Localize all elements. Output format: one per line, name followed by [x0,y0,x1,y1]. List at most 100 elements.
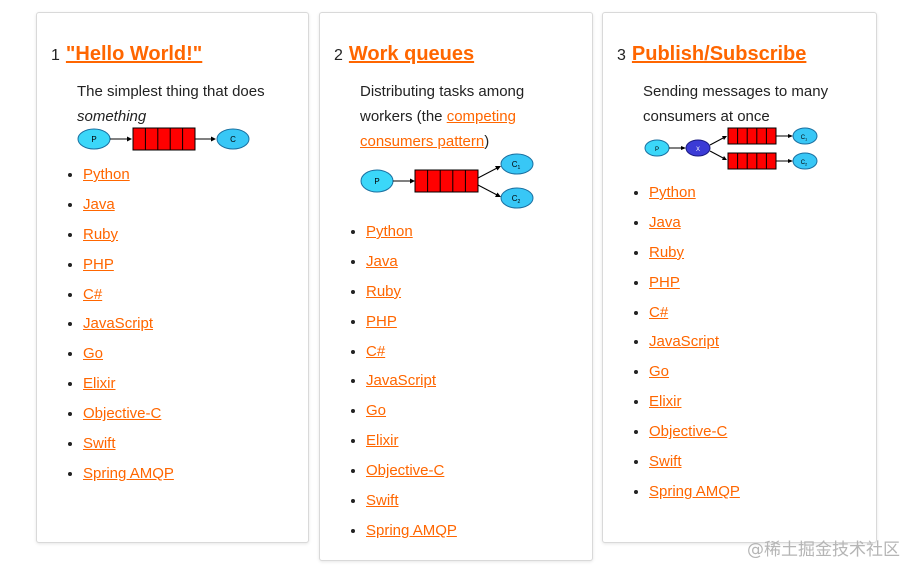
description-text: The simplest thing that does [77,83,265,100]
description-text: Sending messages to many consumers at on… [643,83,829,125]
card-number: 3 [617,47,626,64]
language-link[interactable]: Python [366,223,413,240]
producer-label: P [655,147,659,153]
queue-2-node [727,152,777,170]
list-item: Go [649,362,740,392]
language-link[interactable]: PHP [649,273,680,291]
list-item: JavaScript [83,314,174,344]
language-link[interactable]: Spring AMQP [83,464,174,482]
language-link[interactable]: Swift [83,435,116,453]
description-emphasis: something [77,108,147,125]
list-item: Java [366,252,457,282]
language-link[interactable]: Swift [366,492,399,510]
language-link[interactable]: JavaScript [83,315,154,333]
list-item: Objective-C [366,461,457,491]
language-link[interactable]: Objective-C [649,423,728,441]
list-item: PHP [83,255,174,285]
list-item: Ruby [83,225,174,255]
language-link[interactable]: C# [649,303,669,321]
hello-world-diagram: P C [77,127,250,151]
queue-node [132,127,196,151]
consumer-node [216,128,250,150]
consumer-label: C [230,135,236,144]
list-item: C# [366,342,457,372]
language-link[interactable]: Python [83,166,130,183]
tutorial-card-work-queues: 2 Work queues Distributing tasks among wo… [319,12,593,561]
language-link[interactable]: PHP [366,312,397,330]
language-list: Python Java Ruby PHP C# JavaScript Go El… [61,165,174,494]
language-link[interactable]: C# [366,342,386,360]
language-link[interactable]: Go [366,402,387,420]
language-link[interactable]: Ruby [366,282,402,300]
language-link[interactable]: Ruby [83,225,119,243]
producer-label: P [374,177,379,186]
publish-subscribe-diagram: P X C1 C2 [644,127,818,170]
list-item: Go [366,401,457,431]
title-link-publish-subscribe[interactable]: Publish/Subscribe [631,43,807,65]
list-item: Python [649,183,740,213]
language-link[interactable]: Elixir [366,432,399,450]
list-item: Swift [649,452,740,482]
queue-1-node [727,127,777,145]
consumer-2-node [500,187,534,209]
language-link[interactable]: Elixir [649,393,682,411]
tutorial-card-hello-world: 1 "Hello World!" The simplest thing that … [36,12,309,543]
language-link[interactable]: Java [649,213,681,231]
list-item: Python [83,165,174,195]
card-description: Distributing tasks among workers (the co… [360,79,560,154]
list-item: Ruby [366,282,457,312]
list-item: C# [649,303,740,333]
consumer-1-node [792,127,818,145]
list-item: Spring AMQP [649,482,740,512]
list-item: Spring AMQP [366,521,457,551]
card-title: 1 "Hello World!" [51,43,202,66]
list-item: Ruby [649,243,740,273]
card-description: Sending messages to many consumers at on… [643,79,843,129]
title-link-work-queues[interactable]: Work queues [348,43,475,65]
card-number: 2 [334,47,343,64]
producer-label: P [91,135,96,144]
list-item: Elixir [83,374,174,404]
queue-node [414,169,479,193]
language-link[interactable]: Ruby [649,243,685,261]
description-suffix: ) [484,133,490,150]
card-title: 3 Publish/Subscribe [617,43,806,66]
language-link[interactable]: Spring AMQP [649,482,740,500]
language-link[interactable]: Swift [649,453,682,471]
language-list: Python Java Ruby PHP C# JavaScript Go El… [344,222,457,551]
language-link[interactable]: JavaScript [366,372,437,390]
language-link[interactable]: PHP [83,255,114,273]
list-item: Swift [366,491,457,521]
language-link[interactable]: Objective-C [83,405,162,423]
list-item: JavaScript [649,332,740,362]
consumer-1-label: C1 [512,160,521,171]
language-link[interactable]: Spring AMQP [366,521,457,539]
list-item: Go [83,344,174,374]
language-link[interactable]: JavaScript [649,333,720,351]
list-item: JavaScript [366,371,457,401]
description-text: Distributing tasks among workers (the [360,83,525,125]
title-link-hello-world[interactable]: "Hello World!" [65,43,203,65]
language-link[interactable]: Go [83,345,104,363]
language-link[interactable]: Java [83,195,115,213]
language-link[interactable]: Elixir [83,375,116,393]
list-item: C# [83,285,174,315]
language-link[interactable]: Python [649,184,696,201]
list-item: Swift [83,434,174,464]
watermark: @稀土掘金技术社区 [747,540,900,560]
exchange-label: X [696,147,700,153]
consumer-1-label: C1 [801,135,808,142]
list-item: Python [366,222,457,252]
card-number: 1 [51,47,60,64]
tutorial-card-publish-subscribe: 3 Publish/Subscribe Sending messages to m… [602,12,877,543]
exchange-node [685,139,711,157]
competing-consumers-link[interactable]: competing consumers pattern [360,108,516,150]
list-item: Elixir [366,431,457,461]
language-link[interactable]: Java [366,252,398,270]
list-item: Java [83,195,174,225]
language-link[interactable]: Go [649,363,670,381]
language-link[interactable]: Objective-C [366,462,445,480]
language-list: Python Java Ruby PHP C# JavaScript Go El… [627,183,740,512]
language-link[interactable]: C# [83,285,103,303]
consumer-1-node [500,153,534,175]
